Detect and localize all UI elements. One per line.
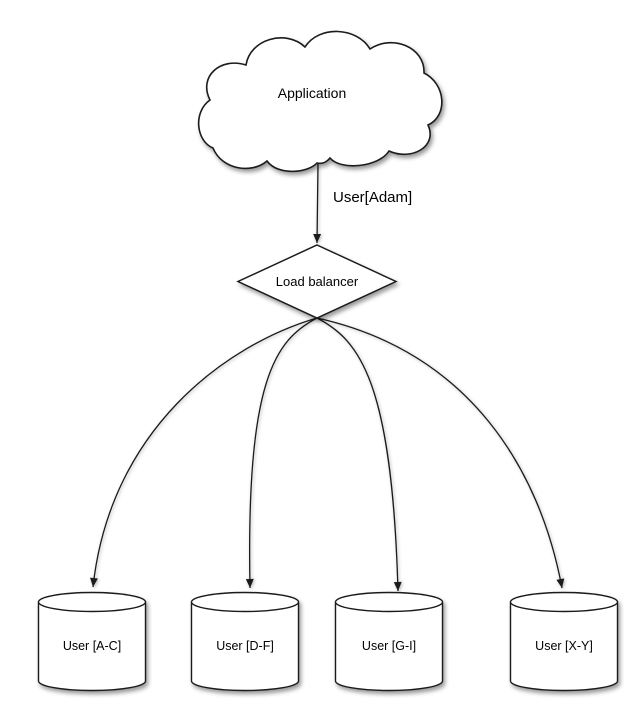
database-top-icon bbox=[509, 591, 619, 613]
database-icon bbox=[37, 602, 147, 692]
edge-label-user-adam: User[Adam] bbox=[333, 189, 412, 206]
database-icon bbox=[509, 602, 619, 692]
database-top-icon bbox=[334, 591, 444, 613]
node-label-shard-d-f: User [D-F] bbox=[216, 639, 274, 653]
diamond-icon bbox=[236, 244, 398, 319]
cloud-icon bbox=[197, 30, 443, 173]
node-label-load-balancer: Load balancer bbox=[276, 274, 359, 289]
node-load-balancer: Load balancer bbox=[236, 244, 398, 319]
database-icon bbox=[334, 602, 444, 692]
edge-arrow-to-shard-4 bbox=[316, 317, 565, 589]
node-shard-x-y: User [X-Y] bbox=[509, 591, 619, 692]
node-shard-g-i: User [G-I] bbox=[334, 591, 444, 692]
database-icon bbox=[190, 602, 300, 692]
node-label-shard-x-y: User [X-Y] bbox=[535, 639, 593, 653]
edge-arrow-to-shard-3 bbox=[316, 317, 402, 592]
edges-load-balancer-to-shards bbox=[90, 317, 565, 592]
edge-arrow-to-shard-2 bbox=[245, 317, 318, 589]
node-label-shard-a-c: User [A-C] bbox=[63, 639, 121, 653]
node-application: Application bbox=[197, 30, 443, 173]
database-top-icon bbox=[190, 591, 300, 613]
edge-arrow-app-to-lb bbox=[313, 163, 322, 244]
node-shard-a-c: User [A-C] bbox=[37, 591, 147, 692]
edge-arrow-to-shard-1 bbox=[90, 317, 318, 588]
node-shard-d-f: User [D-F] bbox=[190, 591, 300, 692]
edge-application-to-load-balancer bbox=[313, 163, 322, 244]
database-top-icon bbox=[37, 591, 147, 613]
node-label-shard-g-i: User [G-I] bbox=[362, 639, 416, 653]
node-label-application: Application bbox=[278, 85, 347, 101]
